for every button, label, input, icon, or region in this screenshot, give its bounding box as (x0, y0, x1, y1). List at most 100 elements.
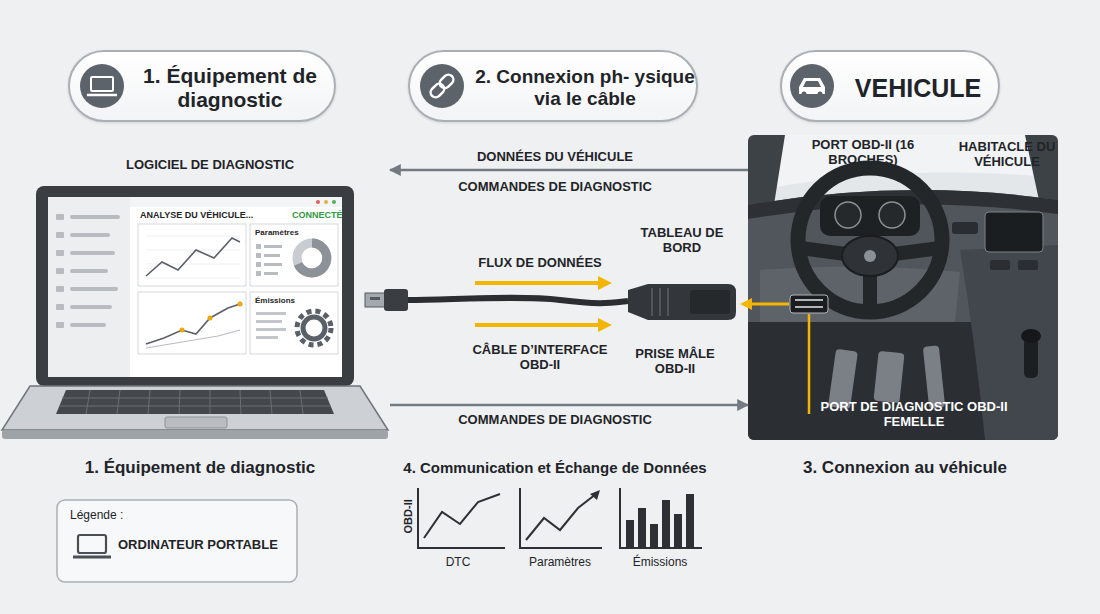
node-label: PORT DE DIAGNOSTIC OBD-II FEMELLE (818, 400, 1010, 430)
laptop-illustration (117, 390, 120, 414)
mini-chart (424, 494, 500, 538)
obd-cable-illustration (690, 290, 730, 314)
mini-chart (686, 494, 694, 548)
laptop-illustration (148, 390, 150, 414)
laptop-illustration (256, 244, 261, 249)
laptop-illustration (264, 245, 282, 248)
laptop-illustration (48, 197, 130, 377)
laptop-illustration (146, 236, 240, 278)
obd-cable-illustration (628, 284, 736, 320)
laptop-illustration (180, 328, 185, 333)
annotation-label: Émissions (620, 556, 700, 570)
laptop-illustration (146, 238, 240, 276)
port-pointer-arrow (752, 303, 789, 306)
annotation-label: PRISE MÂLE OBD-II (625, 347, 725, 377)
laptop-illustration (60, 390, 331, 414)
laptop-illustration (146, 330, 240, 348)
laptop-illustration (298, 243, 327, 273)
laptop-illustration (256, 271, 261, 276)
laptop-illustration (56, 214, 120, 328)
header-pill: 2. Connexion ph- ysique via le câble (408, 50, 698, 122)
header-pill: VEHICULE (780, 50, 1000, 122)
laptop-illustration (332, 200, 336, 204)
laptop-illustration (62, 398, 328, 399)
laptop-illustration (256, 262, 261, 267)
mini-chart (674, 514, 682, 548)
laptop-illustration (303, 317, 325, 339)
vehicle-cabin-illustration (798, 168, 942, 312)
laptop-illustration (138, 292, 246, 354)
obd-cable-illustration (651, 288, 653, 316)
obd-cable-illustration (365, 284, 736, 320)
flow-arrow (390, 169, 748, 172)
mini-chart (662, 500, 670, 548)
annotation-label: 4. Communication et Échange de Données (380, 459, 730, 476)
data-flow-arrow (598, 318, 612, 332)
mini-chart (650, 524, 658, 548)
laptop-illustration (146, 304, 240, 344)
laptop-illustration (56, 304, 64, 310)
annotation-label: TABLEAU DE BORD (632, 226, 732, 256)
obd-cable-illustration (667, 288, 669, 316)
laptop-illustration (2, 430, 388, 439)
laptop-illustration (70, 287, 118, 291)
laptop-illustration (256, 244, 282, 276)
annotation-label: Paramètres (520, 556, 600, 570)
vehicle-cabin-illustration (748, 135, 1058, 440)
laptop-illustration (56, 268, 64, 274)
laptop-illustration (300, 390, 303, 414)
mini-chart (418, 488, 702, 548)
vehicle-cabin-illustration (808, 314, 811, 414)
vehicle-cabin-illustration (894, 248, 940, 254)
obd-cable-illustration (370, 297, 380, 300)
vehicle-cabin-illustration (795, 306, 823, 308)
laptop-illustration (56, 322, 64, 328)
vehicle-cabin-illustration (842, 236, 898, 276)
laptop-illustration (256, 320, 282, 323)
laptop-illustration (250, 224, 338, 286)
obd-cable-illustration (365, 293, 385, 307)
laptop-illustration (324, 200, 328, 204)
legend-box (57, 500, 297, 582)
laptop-illustration (165, 417, 227, 428)
laptop-illustration (70, 323, 106, 327)
node-label: HABITACLE DU VÉHICULE (948, 140, 1066, 170)
port-pointer-arrow (740, 298, 752, 310)
legend-box (78, 535, 106, 553)
laptop-illustration (2, 386, 388, 430)
node-label: 1. Équipement de diagnostic (40, 458, 360, 478)
vehicle-cabin-illustration (985, 212, 1043, 252)
laptop-illustration (56, 286, 64, 292)
node-label: 3. Connexion au véhicule (775, 458, 1035, 478)
edge-label: COMMANDES DE DIAGNOSTIC (405, 413, 705, 428)
laptop-illustration (2, 186, 388, 439)
annotation-label: COMMANDES DE DIAGNOSTIC (405, 180, 705, 195)
edge-label: DONNÉES DU VÉHICULE (405, 150, 705, 165)
legend-text: ORDINATEUR PORTABLE (118, 537, 278, 552)
annotation-label: OBD-II (402, 488, 415, 544)
vehicle-cabin-illustration (835, 202, 861, 228)
laptop-illustration (238, 302, 243, 307)
laptop-illustration (130, 197, 342, 207)
legend-entry: ORDINATEUR PORTABLE (118, 537, 293, 552)
vehicle-cabin-illustration (800, 248, 846, 254)
laptop-illustration (297, 243, 327, 273)
laptop-illustration (256, 336, 278, 339)
vehicle-cabin-illustration (795, 299, 823, 301)
laptop-illustration (250, 292, 338, 354)
vehicle-cabin-illustration (864, 250, 876, 262)
data-flow-arrow (475, 276, 612, 332)
laptop-illustration (60, 406, 331, 407)
vehicle-cabin-illustration (1018, 260, 1038, 270)
laptop-node: LOGICIEL DE DIAGNOSTIC1. Équipement de d… (20, 155, 390, 440)
laptop-illustration (146, 250, 240, 251)
annotation-label: DTC (428, 556, 488, 570)
vehicle-cabin-illustration (790, 295, 828, 313)
mini-chart (590, 490, 600, 500)
laptop-illustration (264, 254, 280, 257)
annotation-label: Paramètres (255, 228, 315, 237)
laptop-illustration (264, 272, 278, 275)
laptop-illustration (256, 253, 261, 258)
